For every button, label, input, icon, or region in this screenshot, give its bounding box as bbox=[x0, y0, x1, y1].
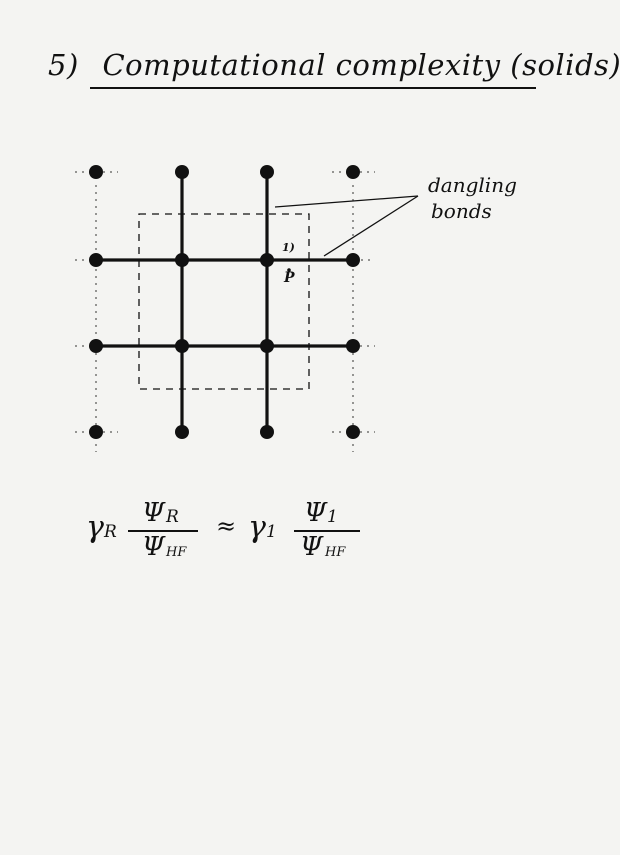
psi-denominator-subscript-HF-left: HF bbox=[166, 545, 187, 560]
psi-numerator-subscript-1: 1 bbox=[327, 507, 338, 527]
gamma-subscript-R: R bbox=[104, 522, 117, 542]
atom bbox=[346, 253, 360, 267]
gamma-subscript-1: 1 bbox=[266, 522, 277, 542]
center-index-label: 1) bbox=[282, 241, 295, 254]
pointer-to-right-bond bbox=[323, 195, 419, 257]
center-letter-label: P bbox=[284, 270, 295, 286]
atom bbox=[346, 425, 360, 439]
position-dot bbox=[287, 268, 291, 272]
pointer-to-top-bond bbox=[274, 195, 419, 208]
bonds bbox=[94, 170, 355, 434]
atom bbox=[260, 165, 274, 179]
dangling-bond-pointers bbox=[274, 195, 419, 257]
psi-numerator-right: Ψ bbox=[304, 498, 327, 528]
title-text: Computational complexity (solids) bbox=[102, 48, 620, 82]
fraction-bar-right bbox=[294, 530, 360, 532]
psi-numerator-subscript-R: R bbox=[166, 507, 179, 527]
atom bbox=[175, 253, 189, 267]
approximation-formula: γ R Ψ R Ψ HF ≈ γ 1 Ψ 1 Ψ HF bbox=[82, 498, 382, 570]
title-number: 5) bbox=[48, 48, 79, 82]
atom bbox=[346, 339, 360, 353]
title-underline bbox=[90, 87, 536, 89]
atom bbox=[260, 339, 274, 353]
atom bbox=[346, 165, 360, 179]
note-line-2: bonds bbox=[431, 199, 492, 223]
atoms bbox=[89, 165, 360, 439]
atom bbox=[175, 165, 189, 179]
psi-denominator-left: Ψ bbox=[142, 532, 165, 562]
dangling-bonds-note: dangling bonds bbox=[428, 172, 517, 224]
fraction-bar-left bbox=[128, 530, 198, 532]
atom bbox=[175, 339, 189, 353]
atom bbox=[89, 165, 103, 179]
gamma-symbol-left: γ bbox=[86, 510, 104, 545]
atom bbox=[89, 339, 103, 353]
atom bbox=[260, 253, 274, 267]
outer-bond-stubs bbox=[75, 171, 375, 452]
gamma-symbol-right: γ bbox=[248, 510, 266, 545]
psi-denominator-subscript-HF-right: HF bbox=[325, 545, 346, 560]
psi-numerator-left: Ψ bbox=[142, 498, 165, 528]
atom bbox=[260, 425, 274, 439]
atom bbox=[89, 425, 103, 439]
atom bbox=[175, 425, 189, 439]
approx-symbol: ≈ bbox=[216, 512, 237, 540]
cluster-box bbox=[138, 213, 310, 390]
psi-denominator-right: Ψ bbox=[300, 532, 323, 562]
atom bbox=[89, 253, 103, 267]
page-title: 5) Computational complexity (solids) bbox=[48, 48, 620, 82]
note-line-1: dangling bbox=[428, 173, 517, 197]
